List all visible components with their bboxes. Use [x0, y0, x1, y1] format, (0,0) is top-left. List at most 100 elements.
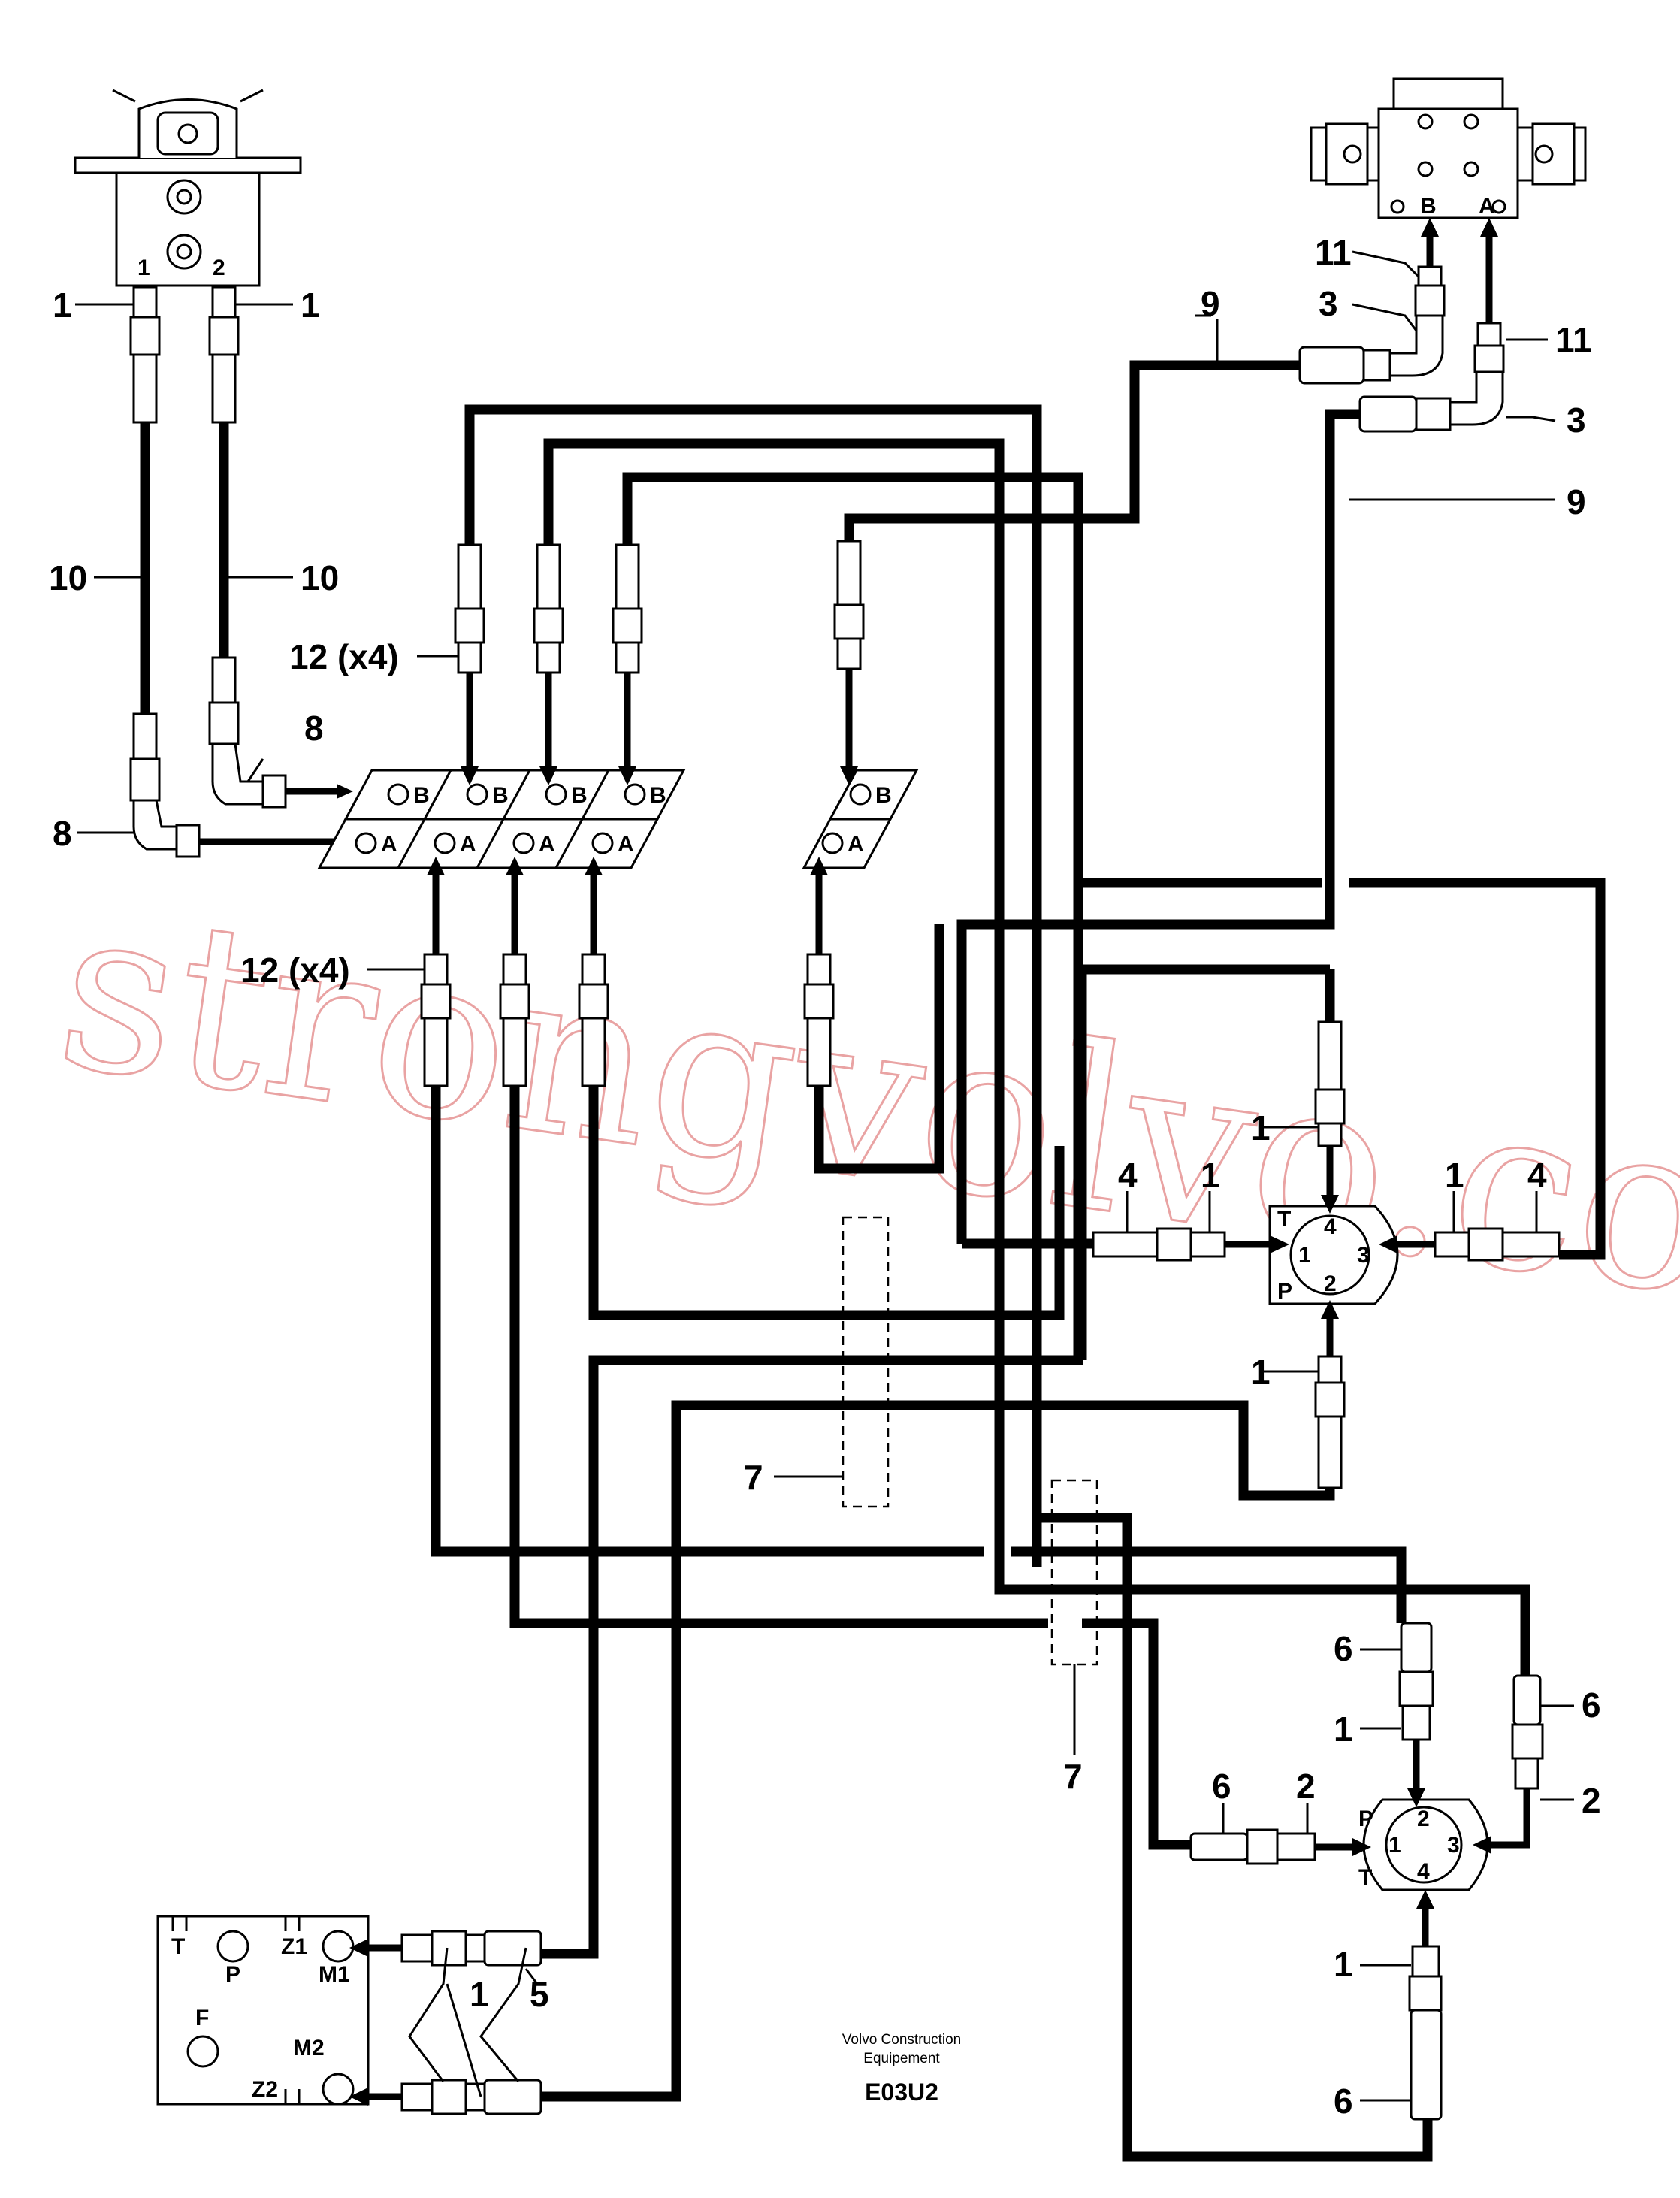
- lower-fittings-12: [420, 953, 835, 1087]
- callout-9-a: 9: [1201, 284, 1220, 323]
- aux-valve-block: B A: [802, 769, 919, 869]
- callout-10-a: 10: [49, 558, 87, 597]
- brake-port-T: T: [171, 1934, 185, 1959]
- motor1-port-1: 1: [1298, 1243, 1311, 1268]
- port-A-2: A: [460, 832, 476, 857]
- callout-11-b: 11: [1555, 320, 1592, 359]
- pedal-port-1: 1: [137, 255, 150, 280]
- hose-9-upper: [844, 360, 1300, 541]
- control-valve-block: B B B B A A A A: [317, 769, 686, 869]
- callout-1-i: 1: [470, 1975, 489, 2014]
- callout-6-d: 6: [1334, 2082, 1353, 2121]
- motor1-port-2: 2: [1324, 1271, 1337, 1296]
- brake-port-M2: M2: [293, 2036, 325, 2060]
- motor1-port-P: P: [1277, 1279, 1292, 1304]
- callout-7-a: 7: [744, 1458, 763, 1497]
- upper-fittings-12: [454, 540, 865, 674]
- port-B-2: B: [492, 783, 509, 808]
- port-A-1: A: [381, 832, 397, 857]
- callout-11-a: 11: [1315, 233, 1352, 272]
- hose-lower-3: [588, 1086, 1065, 1320]
- hose-bundle-3: [622, 472, 1322, 888]
- brake-port-Z2: Z2: [252, 2077, 278, 2102]
- callout-1-b: 1: [301, 286, 320, 325]
- brake-valve: T P Z1 M1 F M2 Z2: [156, 1915, 370, 2106]
- manifold-inlet-fittings: [129, 656, 287, 858]
- hose-bundle-1: [464, 404, 1042, 1567]
- hose-bundle-2: [543, 438, 1005, 1567]
- port-B-1: B: [413, 783, 430, 808]
- lower-arrows: [427, 857, 828, 954]
- hose-motor2-right: [994, 1567, 1530, 1676]
- aux-port-B: B: [875, 783, 892, 808]
- motor1-port-4: 4: [1324, 1214, 1337, 1239]
- callout-2-a: 2: [1582, 1781, 1601, 1820]
- footer-company: Volvo Construction: [842, 2032, 961, 2048]
- callout-6-b: 6: [1582, 1686, 1601, 1725]
- motor2-port-2: 2: [1417, 1806, 1430, 1831]
- brake-port-M1: M1: [319, 1962, 350, 1987]
- hose-motor2-bottom: [1122, 1518, 1433, 2162]
- clamp-7-left: [842, 1216, 890, 1508]
- callout-8-a: 8: [304, 709, 324, 748]
- motor-upper: T P 4 1 3 2: [1268, 1205, 1399, 1305]
- port-A-4: A: [618, 832, 634, 857]
- hose-9-lower: [956, 409, 1360, 932]
- callout-2-b: 2: [1296, 1767, 1316, 1806]
- callout-1-a: 1: [53, 286, 72, 325]
- aux-port-A: A: [848, 832, 864, 857]
- callout-3-b: 3: [1567, 401, 1586, 440]
- callout-5: 5: [530, 1975, 549, 2014]
- pedal-fittings: [129, 286, 240, 424]
- motor1-fittings: [1092, 1020, 1561, 1489]
- motor2-port-T: T: [1358, 1865, 1372, 1890]
- callout-4-b: 4: [1527, 1156, 1547, 1195]
- hose-lower-1: [431, 1086, 984, 1557]
- hose-aux-a: [814, 924, 944, 1174]
- callout-leaders: [75, 250, 1574, 2102]
- watermark-text: strongvolvo.com: [45, 856, 1680, 1377]
- callout-1-g: 1: [1334, 1710, 1353, 1749]
- callout-1-f: 1: [1251, 1353, 1271, 1392]
- callout-10-b: 10: [301, 558, 339, 597]
- callout-4-a: 4: [1118, 1156, 1138, 1195]
- port-A-3: A: [539, 832, 555, 857]
- solenoid-port-A: A: [1479, 194, 1495, 219]
- motor1-port-T: T: [1277, 1207, 1291, 1232]
- hose-motor1-bottom: [541, 1400, 1335, 2102]
- motor2-port-4: 4: [1417, 1859, 1430, 1884]
- motor2-fittings: [1189, 1622, 1544, 2121]
- brake-port-Z1: Z1: [281, 1934, 307, 1959]
- hose-lower-2: [509, 1086, 1048, 1628]
- motor2-port-3: 3: [1447, 1833, 1460, 1858]
- port-B-3: B: [571, 783, 588, 808]
- motor2-port-P: P: [1358, 1806, 1373, 1831]
- hose-right-loop: [1349, 878, 1606, 1260]
- solenoid-valve: B A: [1310, 77, 1587, 219]
- clamp-7-right: [1050, 1479, 1098, 1666]
- footer-subtitle: Equipement: [863, 2051, 940, 2066]
- port-B-4: B: [650, 783, 666, 808]
- motor-lower: P T 2 1 3 4: [1358, 1798, 1489, 1891]
- pedal-valve: 1 2: [74, 89, 302, 287]
- callout-3-a: 3: [1319, 284, 1338, 323]
- brake-fittings: [400, 1930, 542, 2115]
- hose-lower-2b: [1082, 1618, 1191, 1850]
- drawing-footer: Volvo Construction Equipement E03U2: [842, 2032, 961, 2106]
- callout-1-c: 1: [1251, 1108, 1271, 1147]
- callout-1-d: 1: [1201, 1156, 1220, 1195]
- callout-12-upper: 12 (x4): [289, 637, 399, 676]
- callout-1-e: 1: [1445, 1156, 1464, 1195]
- brake-port-P: P: [225, 1962, 240, 1987]
- pedal-port-2: 2: [213, 255, 225, 280]
- callout-6-c: 6: [1212, 1767, 1231, 1806]
- callout-9-b: 9: [1567, 482, 1586, 522]
- motor2-port-1: 1: [1388, 1833, 1401, 1858]
- hose-lower-1b: [1011, 1546, 1407, 1623]
- solenoid-port-B: B: [1420, 194, 1437, 219]
- callout-labels: 1 1 10 10 12 (x4) 8 8 12 (x4) 9 11 3 11 …: [49, 233, 1601, 2121]
- brake-port-F: F: [195, 2006, 209, 2030]
- solenoid-fittings: [1298, 265, 1505, 433]
- callout-8-b: 8: [53, 814, 72, 853]
